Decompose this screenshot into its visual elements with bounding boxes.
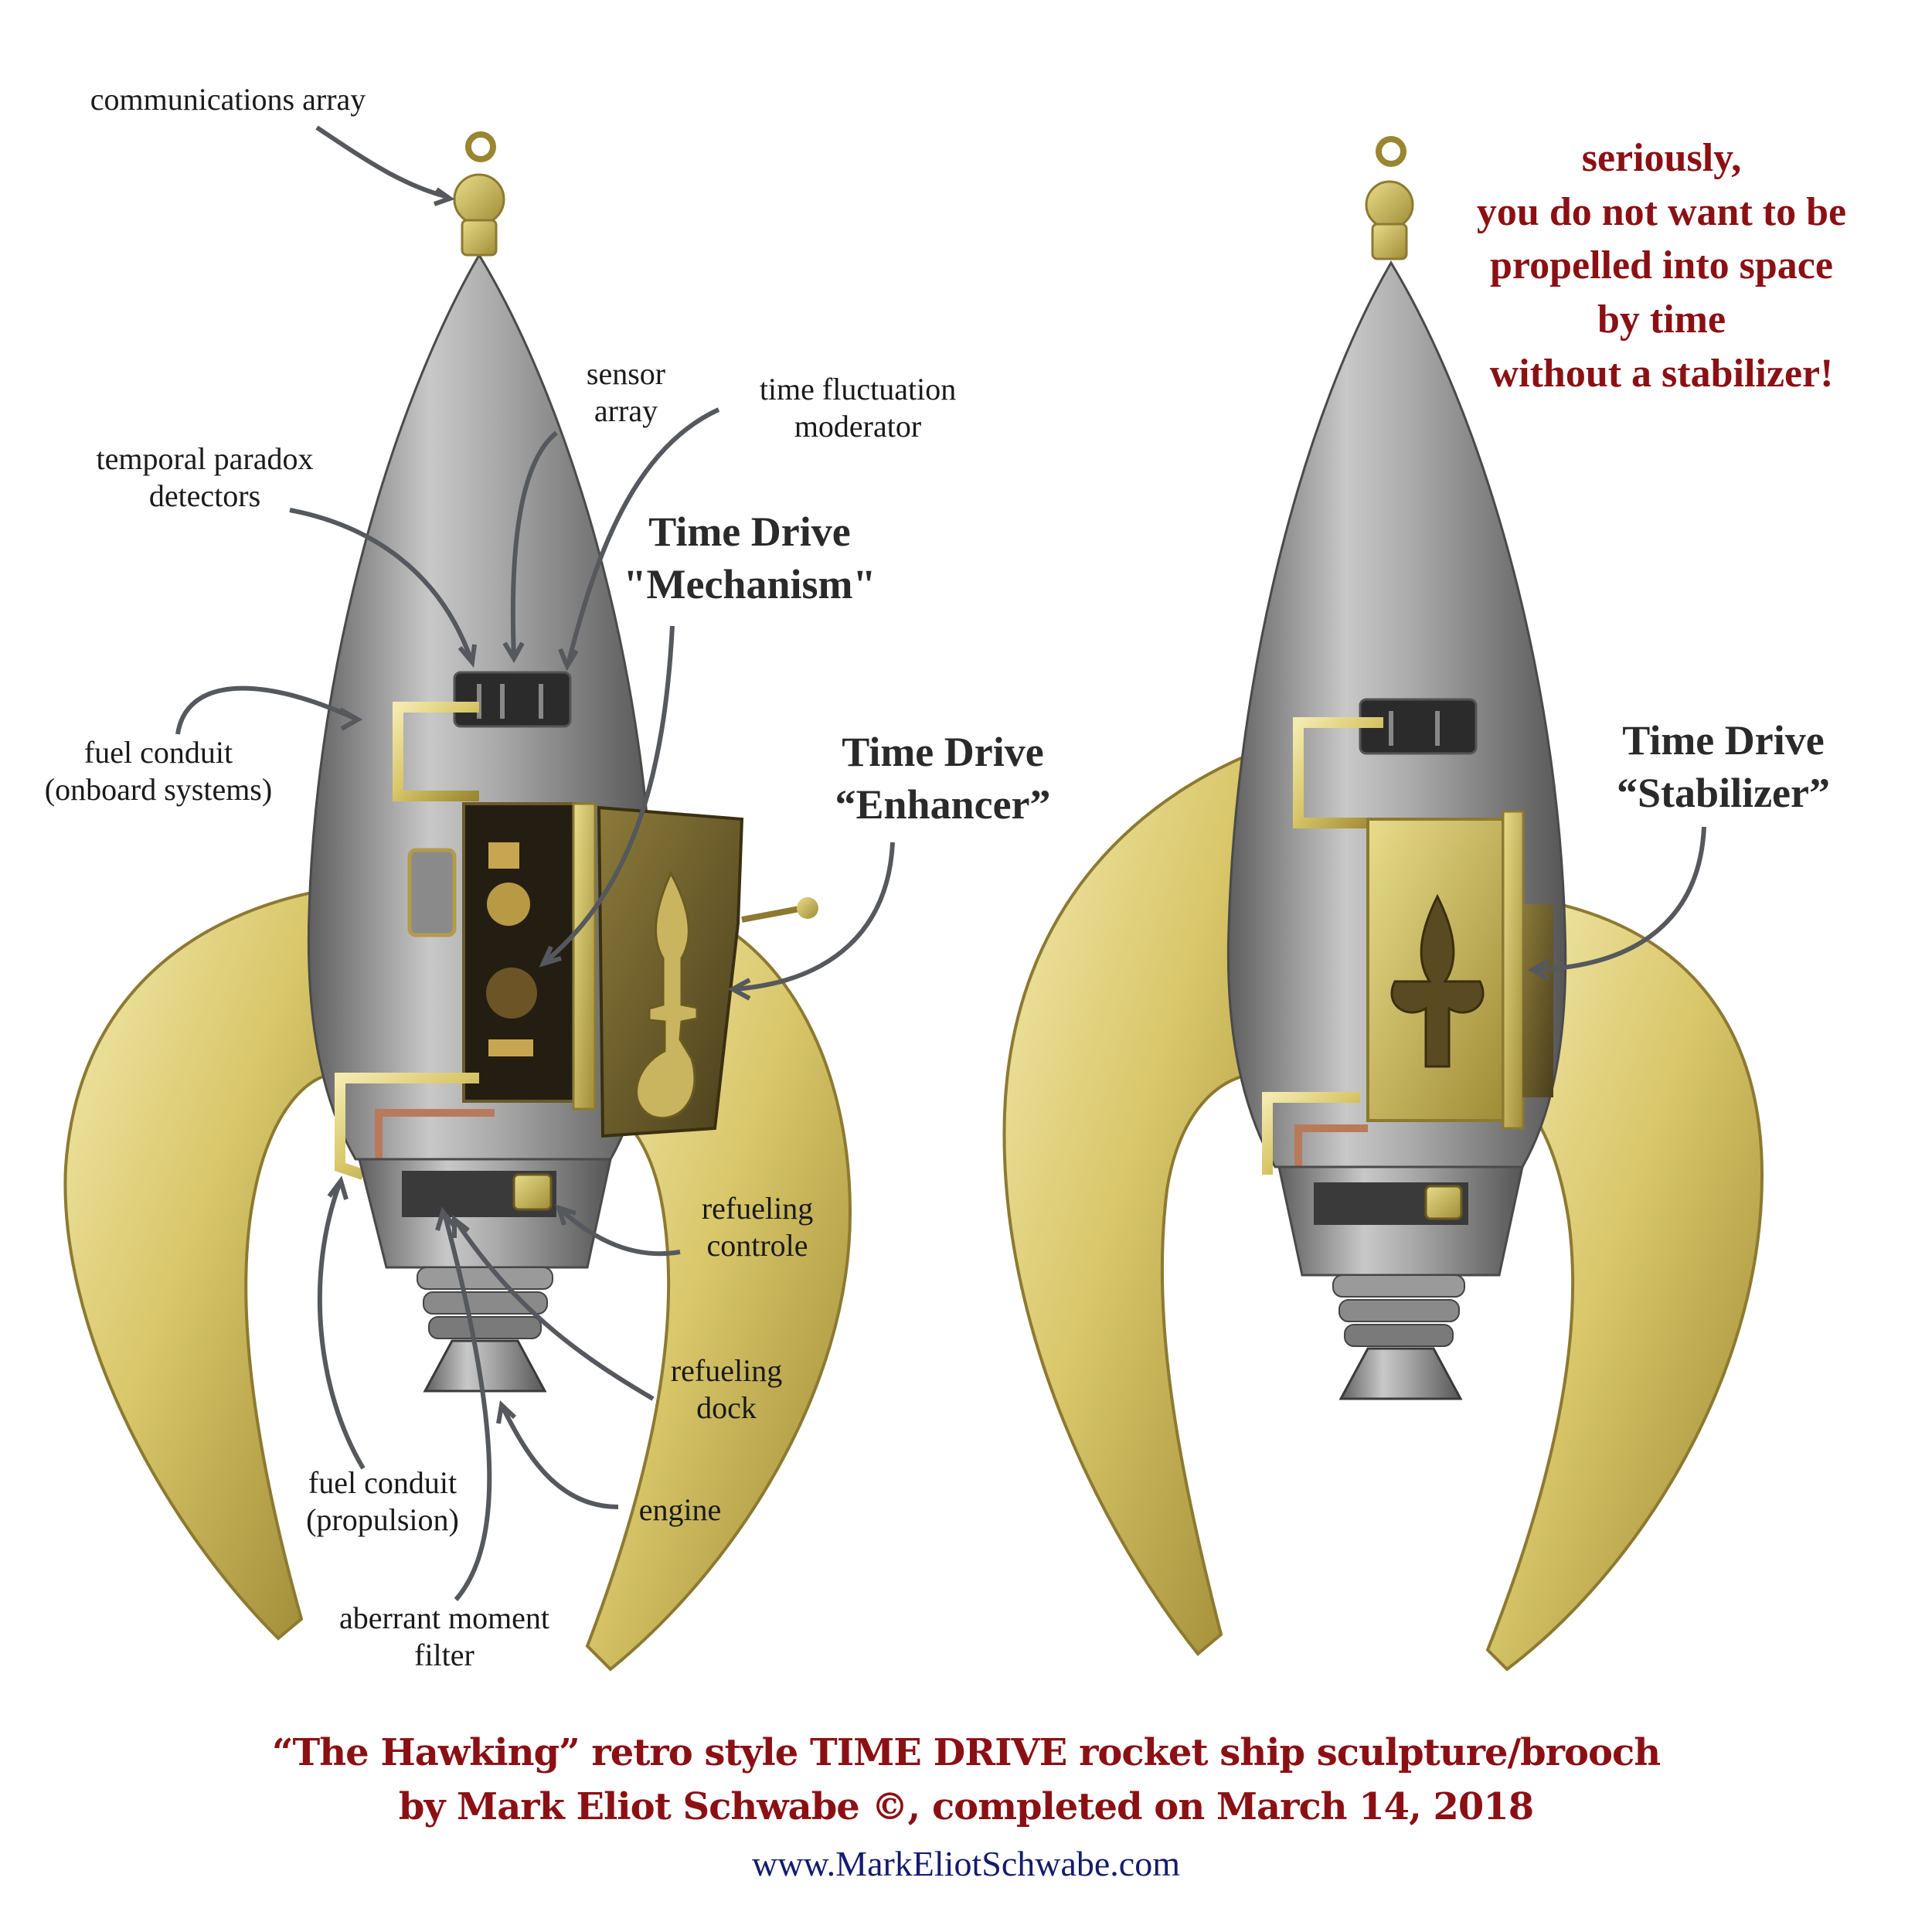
label-time-drive-stabilizer: Time Drive “Stabilizer”	[1617, 717, 1830, 816]
arrow-fuel-conduit-propulsion	[317, 1181, 366, 1470]
arrow-temporal-paradox-detectors	[289, 508, 474, 662]
callout-arrows	[175, 125, 1706, 1601]
label-refueling-controle: refueling controle	[701, 1191, 814, 1263]
label-temporal-paradox-detectors: temporal paradox detectors	[96, 441, 314, 513]
website-link[interactable]: www.MarkEliotSchwabe.com	[752, 1844, 1180, 1883]
right-rocket-stabilizer-ornament	[1390, 893, 1485, 1068]
left-rocket-enhancer-ornament	[635, 870, 699, 1120]
left-rocket-fuel-conduit-upper	[393, 702, 479, 801]
left-rocket-fin-left	[63, 886, 350, 1641]
arrow-sensor-array	[510, 430, 558, 658]
warning-text: seriously, you do not want to be propell…	[1476, 136, 1847, 396]
arrow-time-drive-enhancer	[733, 842, 895, 992]
label-communications-array: communications array	[90, 82, 366, 117]
right-rocket-fin-left	[1002, 740, 1285, 1656]
arrow-refueling-dock	[454, 1219, 655, 1401]
label-fuel-conduit-propulsion: fuel conduit (propulsion)	[306, 1465, 459, 1537]
label-aberrant-moment-filter: aberrant moment filter	[338, 1600, 550, 1672]
caption-author: by Mark Eliot Schwabe ©, completed on Ma…	[398, 1785, 1534, 1828]
arrow-time-drive-stabilizer	[1533, 826, 1706, 972]
left-rocket-engine-nozzle	[423, 1339, 547, 1393]
right-rocket-fin-right	[1485, 894, 1764, 1672]
right-rocket	[1002, 136, 1764, 1672]
arrow-fuel-conduit-onboard	[175, 685, 357, 735]
left-rocket-antenna-ring	[465, 131, 496, 162]
arrow-communications-array	[315, 125, 449, 199]
left-rocket-antenna-ball	[453, 173, 505, 226]
left-rocket-refueling-controle	[512, 1173, 553, 1211]
arrow-time-drive-mechanism	[543, 625, 675, 964]
arrow-time-fluctuation-moderator	[566, 407, 720, 665]
left-rocket-hinge	[572, 802, 597, 1111]
left-rocket-sensor-window	[453, 671, 572, 728]
arrow-refueling-controle	[559, 1207, 681, 1257]
label-engine: engine	[638, 1492, 722, 1527]
caption-title: “The Hawking” retro style TIME DRIVE roc…	[271, 1731, 1661, 1774]
arrow-aberrant-moment-filter	[442, 1213, 492, 1601]
left-rocket-fuel-conduit-lower	[335, 1073, 479, 1180]
right-rocket-antenna-ring	[1376, 136, 1406, 167]
label-sensor-array: sensor array	[586, 356, 666, 428]
label-time-drive-enhancer: Time Drive “Enhancer”	[835, 729, 1051, 828]
label-refueling-dock: refueling dock	[670, 1353, 783, 1425]
arrow-engine	[500, 1405, 619, 1509]
label-time-drive-mechanism: Time Drive "Mechanism"	[623, 509, 876, 607]
label-fuel-conduit-onboard: fuel conduit (onboard systems)	[44, 735, 273, 807]
label-time-fluctuation-moderator: time fluctuation moderator	[759, 372, 957, 444]
left-rocket	[63, 131, 852, 1672]
